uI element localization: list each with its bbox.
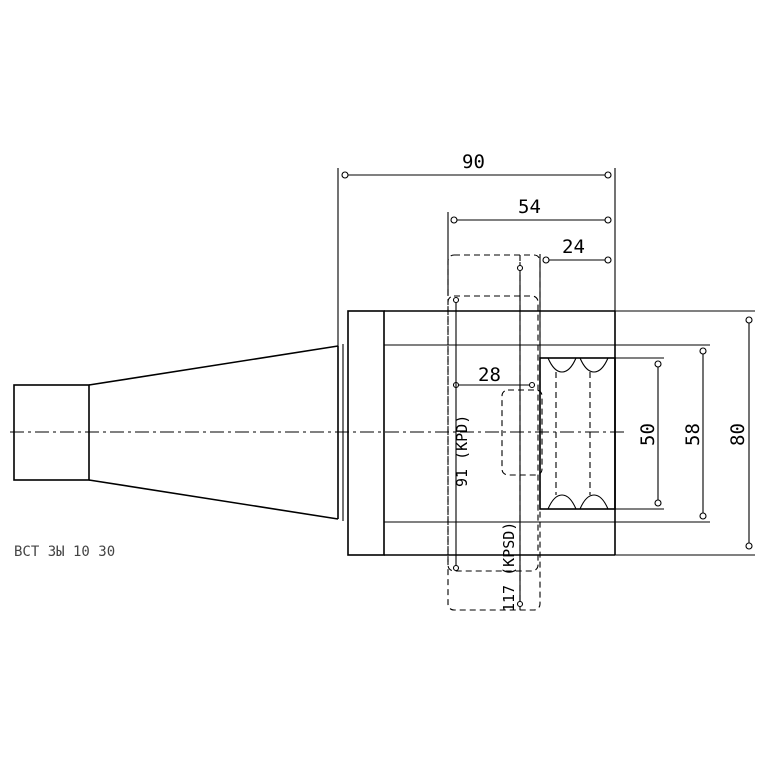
dim-option-kpd: 91 (KPD) — [452, 296, 471, 572]
dim-option-kpsd-label: 117 (KPSD) — [500, 522, 518, 612]
dim-outer-diameter-label: 80 — [727, 423, 749, 446]
dim-mid-diameter: 58 — [540, 344, 710, 523]
dim-front-length: 24 — [539, 236, 612, 358]
part-code: ВСТ ЗЫ 10 30 — [14, 544, 115, 560]
front-bore — [539, 357, 616, 510]
shank — [13, 384, 90, 481]
dim-inner-diameter-label: 50 — [637, 423, 659, 446]
dim-front-length-label: 24 — [562, 236, 585, 258]
dim-mid-length-label: 54 — [518, 196, 541, 218]
dim-outer-diameter: 80 — [615, 310, 755, 556]
dim-mid-length: 54 — [447, 196, 612, 296]
dim-option-kpsd: 117 (KPSD) — [500, 262, 524, 612]
flange-body — [347, 310, 616, 556]
dim-mid-diameter-label: 58 — [682, 423, 704, 446]
dim-overall-length-label: 90 — [462, 151, 485, 173]
dim-small-offset-label: 28 — [478, 364, 501, 386]
dim-option-kpd-label: 91 (KPD) — [453, 415, 471, 487]
dim-small-offset: 28 — [452, 364, 536, 389]
dim-inner-diameter: 50 — [615, 357, 664, 510]
dim-overall-length: 90 — [337, 151, 616, 346]
